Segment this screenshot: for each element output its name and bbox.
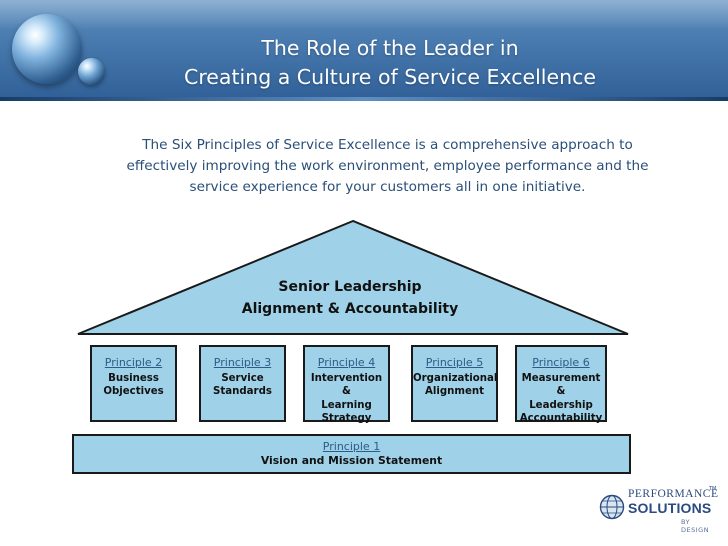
intro-line-2: effectively improving the work environme… [126,158,649,174]
principle-3-box: Principle 3 Service Standards [199,345,286,422]
logo-trademark: TM [709,486,717,492]
logo-line-1: PERFORMANCE [628,488,719,500]
roof-triangle [77,219,629,335]
roof-label: Senior Leadership Alignment & Accountabi… [200,276,500,320]
title-line-1: The Role of the Leader in [261,36,519,60]
logo-line-2: SOLUTIONS [628,500,712,516]
principle-4-heading: Principle 4 [317,356,376,369]
principle-5-box: Principle 5 Organizational Alignment [411,345,498,422]
logo-line-3: BY DESIGN [681,518,710,534]
page-title: The Role of the Leader in Creating a Cul… [130,34,650,92]
globe-orb-icon [12,14,82,84]
company-logo: PERFORMANCE TM SOLUTIONS BY DESIGN [597,486,719,538]
intro-paragraph: The Six Principles of Service Excellence… [80,135,695,198]
principle-1-heading: Principle 1 [322,440,381,453]
intro-line-1: The Six Principles of Service Excellence… [142,137,633,153]
header-banner: The Role of the Leader in Creating a Cul… [0,0,728,101]
principle-4-text: Intervention & Learning Strategy [310,373,383,425]
principle-4-box: Principle 4 Intervention & Learning Stra… [303,345,390,424]
roof-line-1: Senior Leadership [278,279,422,295]
principle-1-foundation: Principle 1 Vision and Mission Statement [72,434,631,474]
principle-5-text: Organizational Alignment [413,373,498,398]
globe-logo-icon [599,494,625,520]
intro-line-3: service experience for your customers al… [189,179,586,195]
banner-shine [0,0,728,30]
principle-6-box: Principle 6 Measurement & Leadership Acc… [515,345,607,424]
principle-2-box: Principle 2 Business Objectives [90,345,177,422]
principle-5-heading: Principle 5 [425,356,484,369]
banner-divider [0,97,728,101]
roof-line-2: Alignment & Accountability [241,301,459,317]
title-line-2: Creating a Culture of Service Excellence [184,65,596,89]
principle-6-text: Measurement & Leadership Accountability [519,373,603,425]
principle-2-text: Business Objectives [103,373,164,398]
principle-3-heading: Principle 3 [213,356,272,369]
principle-1-text: Vision and Mission Statement [260,454,443,467]
principle-2-heading: Principle 2 [104,356,163,369]
principle-3-text: Service Standards [213,373,272,398]
principle-6-heading: Principle 6 [532,356,590,369]
small-orb-icon [78,58,105,85]
